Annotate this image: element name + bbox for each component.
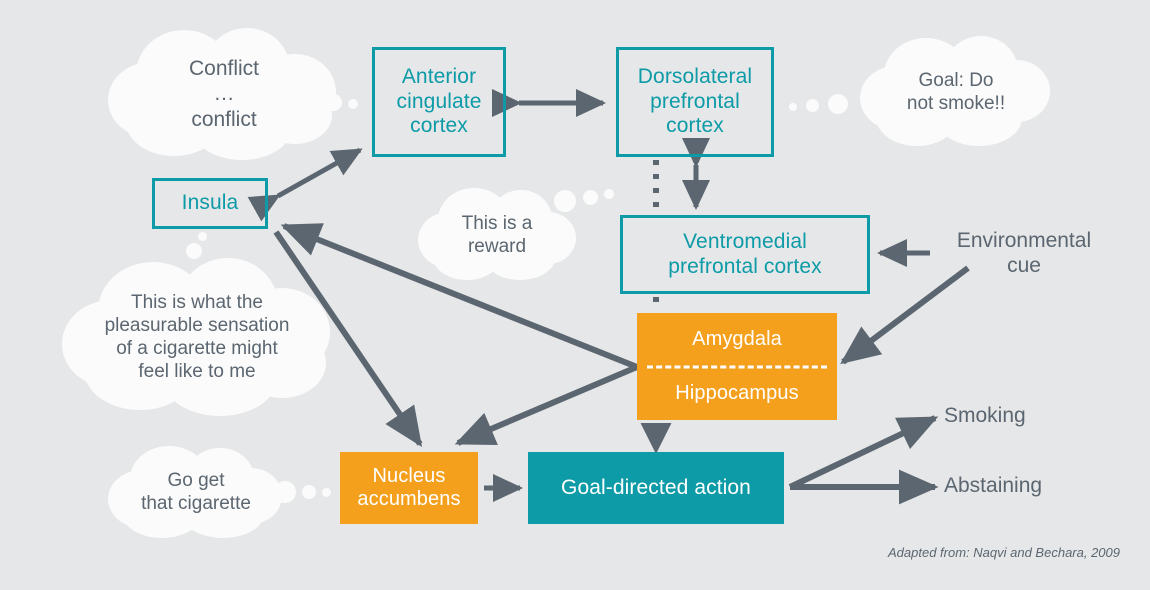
cloud-tail-dot [583, 190, 598, 205]
cloud-tail-dot [186, 243, 202, 259]
box-dorsolateral-prefrontal-cortex-label: Dorsolateral prefrontal cortex [637, 65, 753, 138]
cloud-puff [936, 90, 1022, 146]
box-anterior-cingulate-cortex[interactable]: Anterior cingulate cortex [372, 47, 506, 157]
box-hippocampus-half: Hippocampus [637, 367, 837, 421]
label-smoking: Smoking [944, 404, 1026, 427]
box-nucleus-accumbens[interactable]: Nucleus accumbens [340, 452, 478, 524]
thought-cloud-conflict: Conflict … conflict [108, 28, 340, 160]
box-nucleus-accumbens-label: Nucleus accumbens [357, 464, 461, 510]
thought-cloud-goal-text: Goal: Do not smoke!! [906, 69, 1006, 114]
cloud-tail-dot [348, 99, 358, 109]
cloud-tail-dot [789, 103, 797, 111]
thought-cloud-cigarette-text: Go get that cigarette [141, 469, 251, 514]
label-abstaining: Abstaining [944, 474, 1043, 497]
thought-cloud-pleasure-text: This is what the pleasurable sensation o… [104, 291, 290, 383]
cloud-tail-dot [325, 94, 342, 111]
cloud-tail-dot [293, 86, 319, 112]
cloud-puff [182, 490, 264, 538]
thought-cloud-cigarette: Go get that cigarette [108, 444, 284, 540]
cloud-puff [238, 328, 326, 398]
cloud-tail-dot [554, 190, 576, 212]
cloud-tail-dot [806, 99, 819, 112]
box-amygdala-half: Amygdala [637, 313, 837, 367]
box-goal-directed-action[interactable]: Goal-directed action [528, 452, 784, 524]
source-credit: Adapted from: Naqvi and Bechara, 2009 [888, 545, 1120, 560]
box-amygdala-hippocampus[interactable]: Amygdala Hippocampus [637, 313, 837, 420]
box-amygdala-label: Amygdala [692, 328, 782, 351]
box-hippocampus-label: Hippocampus [675, 381, 799, 404]
thought-cloud-conflict-text: Conflict … conflict [188, 56, 260, 131]
thought-cloud-pleasure: This is what the pleasurable sensation o… [62, 258, 332, 416]
cloud-tail-dot [274, 481, 296, 503]
arrow-amygdala-nucleus-accumbens [454, 364, 639, 446]
cloud-tail-dot [302, 485, 316, 499]
cloud-tail-dot [604, 189, 614, 199]
thought-cloud-reward-text: This is a reward [461, 212, 533, 257]
thought-cloud-goal: Goal: Do not smoke!! [860, 36, 1052, 148]
amygdala-hippocampus-divider [647, 365, 827, 368]
arrow-goal-smoking [788, 415, 939, 490]
label-environmental-cue: Environmental cue [956, 229, 1092, 278]
box-ventromedial-prefrontal-cortex[interactable]: Ventromedial prefrontal cortex [620, 215, 870, 294]
box-anterior-cingulate-cortex-label: Anterior cingulate cortex [396, 65, 482, 138]
cloud-tail-dot [322, 488, 331, 497]
cloud-puff [484, 232, 556, 280]
box-ventromedial-prefrontal-cortex-label: Ventromedial prefrontal cortex [668, 230, 822, 278]
box-insula[interactable]: Insula [152, 178, 268, 229]
cloud-tail-dot [828, 94, 848, 114]
box-insula-label: Insula [181, 191, 239, 215]
thought-cloud-reward: This is a reward [418, 186, 576, 284]
box-dorsolateral-prefrontal-cortex[interactable]: Dorsolateral prefrontal cortex [616, 47, 774, 157]
cloud-tail-dot [198, 232, 207, 241]
box-goal-directed-action-label: Goal-directed action [561, 475, 751, 499]
